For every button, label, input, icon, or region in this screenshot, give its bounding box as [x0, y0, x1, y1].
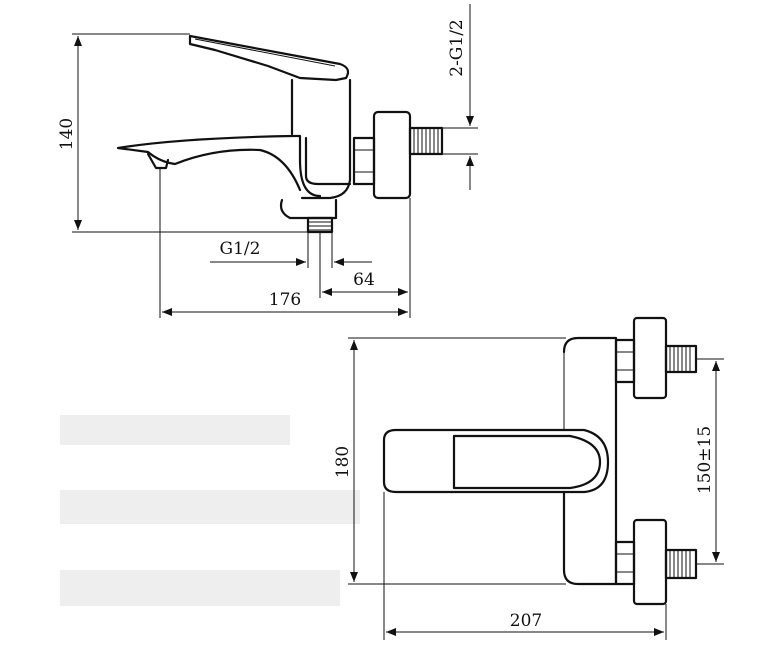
spout-top [382, 428, 610, 494]
dim-width-top: 207 [510, 611, 542, 631]
lever-handle [188, 34, 350, 82]
dim-depth-side: 176 [269, 290, 301, 310]
side-view: 140 2-G1/2 G1/2 64 176 [57, 4, 478, 318]
inlet-nut [352, 136, 376, 186]
dim-height-side: 140 [57, 118, 77, 150]
top-view: 180 150±15 207 [333, 316, 724, 640]
escutcheon [372, 110, 412, 200]
lever-top [452, 434, 602, 490]
watermark [60, 415, 360, 606]
lower-nut [614, 540, 636, 586]
dim-centers: 150±15 [695, 426, 715, 494]
dim-outlet-thread: G1/2 [220, 239, 261, 259]
dim-outlet-offset: 64 [353, 270, 375, 290]
lower-escutcheon [632, 518, 668, 606]
aerator [146, 152, 170, 170]
upper-nut [614, 338, 636, 384]
bottom-outlet [279, 198, 338, 220]
valve-body [290, 78, 352, 200]
spout [116, 134, 322, 198]
dim-depth-top: 180 [333, 446, 353, 478]
dim-inlet-thread: 2-G1/2 [447, 19, 467, 77]
upper-escutcheon [632, 316, 668, 400]
